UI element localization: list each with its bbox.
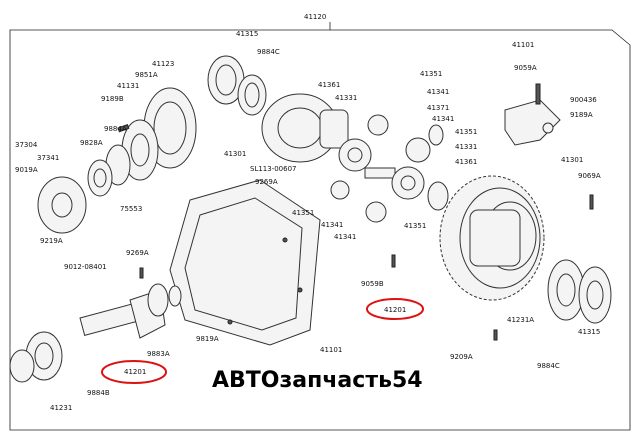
part-label-l41351b: 41351 bbox=[455, 128, 477, 136]
part-label-l41341b: 41341 bbox=[432, 115, 454, 123]
differential-case-41301 bbox=[261, 93, 349, 163]
part-label-l41201l: 41201 bbox=[124, 368, 146, 376]
part-label-l41331b: 41331 bbox=[455, 143, 477, 151]
carrier-housing-41101 bbox=[169, 179, 321, 346]
bearing-41315-top bbox=[207, 55, 267, 116]
part-label-l41371: 41371 bbox=[427, 104, 449, 112]
part-label-l41341c: 41341 bbox=[321, 221, 343, 229]
bearing-41315-right bbox=[547, 259, 612, 324]
drive-pinion-41201 bbox=[9, 283, 182, 383]
part-label-l41341d: 41341 bbox=[334, 233, 356, 241]
part-label-l41351d: 41351 bbox=[404, 222, 426, 230]
part-label-l9884b: 9884B bbox=[87, 389, 110, 397]
part-label-l37304: 37304 bbox=[15, 141, 38, 149]
part-label-l41351c: 41351 bbox=[292, 209, 314, 217]
part-label-l9883a: 9883A bbox=[147, 350, 170, 358]
part-label-l37341: 37341 bbox=[37, 154, 59, 162]
part-label-l9269a_t: 9269A bbox=[255, 178, 278, 186]
callout-ring-gear bbox=[366, 298, 424, 320]
part-label-l41361b: 41361 bbox=[455, 158, 477, 166]
part-label-l9884c_t: 9884C bbox=[257, 48, 280, 56]
part-label-l41120: 41120 bbox=[304, 13, 326, 21]
part-label-l9209a: 9209A bbox=[450, 353, 473, 361]
part-label-l41101a: 41101 bbox=[512, 41, 534, 49]
part-label-l9069a: 9069A bbox=[578, 172, 601, 180]
part-label-l9219a: 9219A bbox=[40, 237, 63, 245]
part-label-l41315a: 41315 bbox=[236, 30, 258, 38]
part-label-l9189b: 9189B bbox=[101, 95, 124, 103]
part-label-l41361a: 41361 bbox=[318, 81, 340, 89]
part-label-l9851a: 9851A bbox=[135, 71, 158, 79]
part-label-l9059b: 9059B bbox=[361, 280, 384, 288]
part-label-l41131: 41131 bbox=[117, 82, 139, 90]
part-label-lsl113: SL113-00607 bbox=[250, 165, 297, 173]
part-label-l9189a: 9189A bbox=[570, 111, 593, 119]
part-label-l900436: 900436 bbox=[570, 96, 597, 104]
part-label-l41201r: 41201 bbox=[384, 306, 406, 314]
ring-gear-41201 bbox=[439, 175, 545, 301]
part-label-l41231l: 41231 bbox=[50, 404, 72, 412]
callout-drive-pinion bbox=[101, 360, 167, 384]
part-label-l9884c_b: 9884C bbox=[537, 362, 560, 370]
bearing-cap bbox=[504, 83, 561, 146]
pinion-flange-assembly bbox=[37, 87, 197, 234]
part-label-l41351a: 41351 bbox=[420, 70, 442, 78]
part-label-l9059a: 9059A bbox=[514, 64, 537, 72]
watermark-text: АВТОзапчасть54 bbox=[212, 368, 423, 393]
part-label-l9269a_m: 9269A bbox=[126, 249, 149, 257]
part-label-l41315b: 41315 bbox=[578, 328, 600, 336]
part-label-l9019a: 9019A bbox=[15, 166, 38, 174]
part-label-l9819a: 9819A bbox=[196, 335, 219, 343]
bolts bbox=[139, 194, 594, 341]
part-label-l9884a: 9884A bbox=[104, 125, 127, 133]
part-label-l9012: 9012-08401 bbox=[64, 263, 107, 271]
part-label-l41123: 41123 bbox=[152, 60, 174, 68]
part-label-l9828a: 9828A bbox=[80, 139, 103, 147]
part-label-l41301a: 41301 bbox=[224, 150, 246, 158]
part-label-l41341a: 41341 bbox=[427, 88, 449, 96]
part-label-l41231r: 41231A bbox=[507, 316, 534, 324]
part-label-l75553: 75553 bbox=[120, 205, 142, 213]
part-label-l41331a: 41331 bbox=[335, 94, 357, 102]
part-label-l41101b: 41101 bbox=[320, 346, 342, 354]
part-label-l41301b: 41301 bbox=[561, 156, 583, 164]
side-and-pinion-gears bbox=[330, 114, 449, 223]
